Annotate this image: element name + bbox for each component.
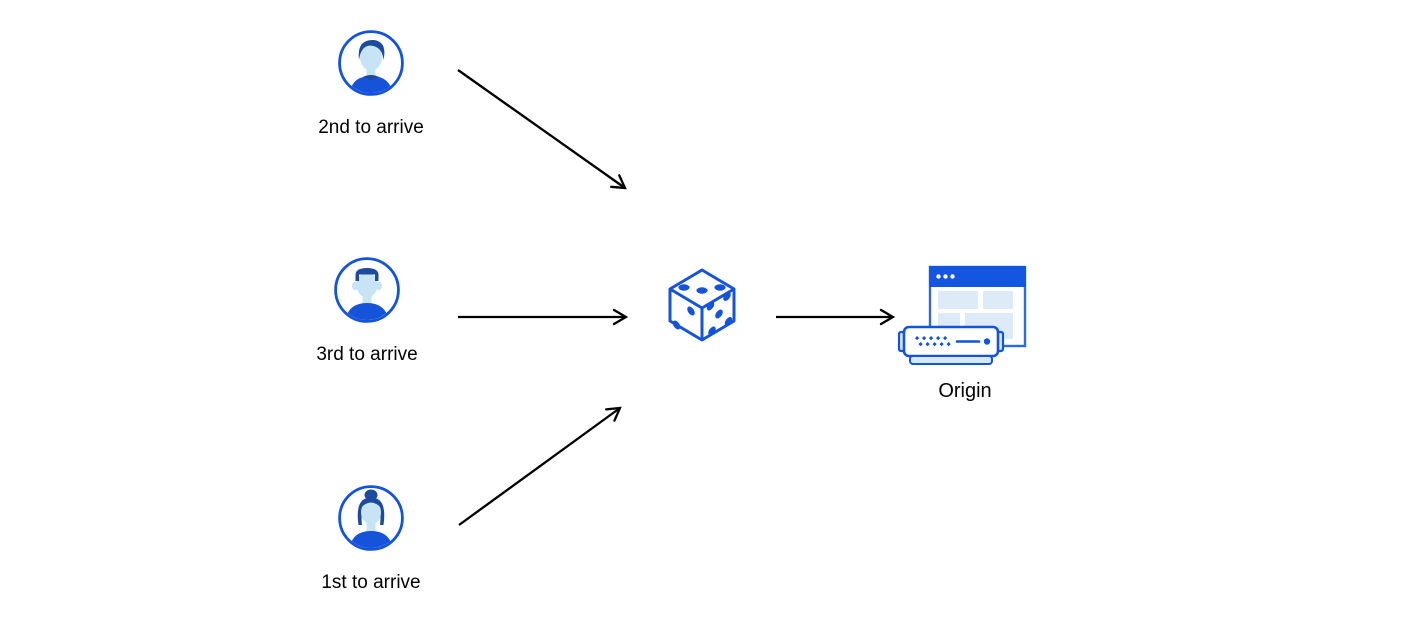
dice-icon (668, 268, 736, 342)
node-client-2nd: 2nd to arrive (291, 30, 451, 139)
server-icon (897, 325, 1005, 365)
node-label: 2nd to arrive (318, 117, 424, 138)
arrow-client-top-to-dice (457, 69, 625, 188)
node-client-3rd: 3rd to arrive (287, 257, 447, 366)
node-label: Origin (938, 380, 992, 402)
node-dice (664, 266, 740, 344)
node-client-1st: 1st to arrive (291, 485, 451, 594)
node-label: 3rd to arrive (316, 344, 418, 365)
node-label: 1st to arrive (321, 572, 421, 593)
node-origin: Origin (895, 262, 1035, 403)
origin-server-icon (897, 265, 1027, 365)
user-avatar-icon (338, 485, 404, 551)
user-avatar-icon (338, 30, 404, 96)
user-avatar-icon (334, 257, 400, 323)
arrow-client-bottom-to-dice (458, 408, 620, 526)
